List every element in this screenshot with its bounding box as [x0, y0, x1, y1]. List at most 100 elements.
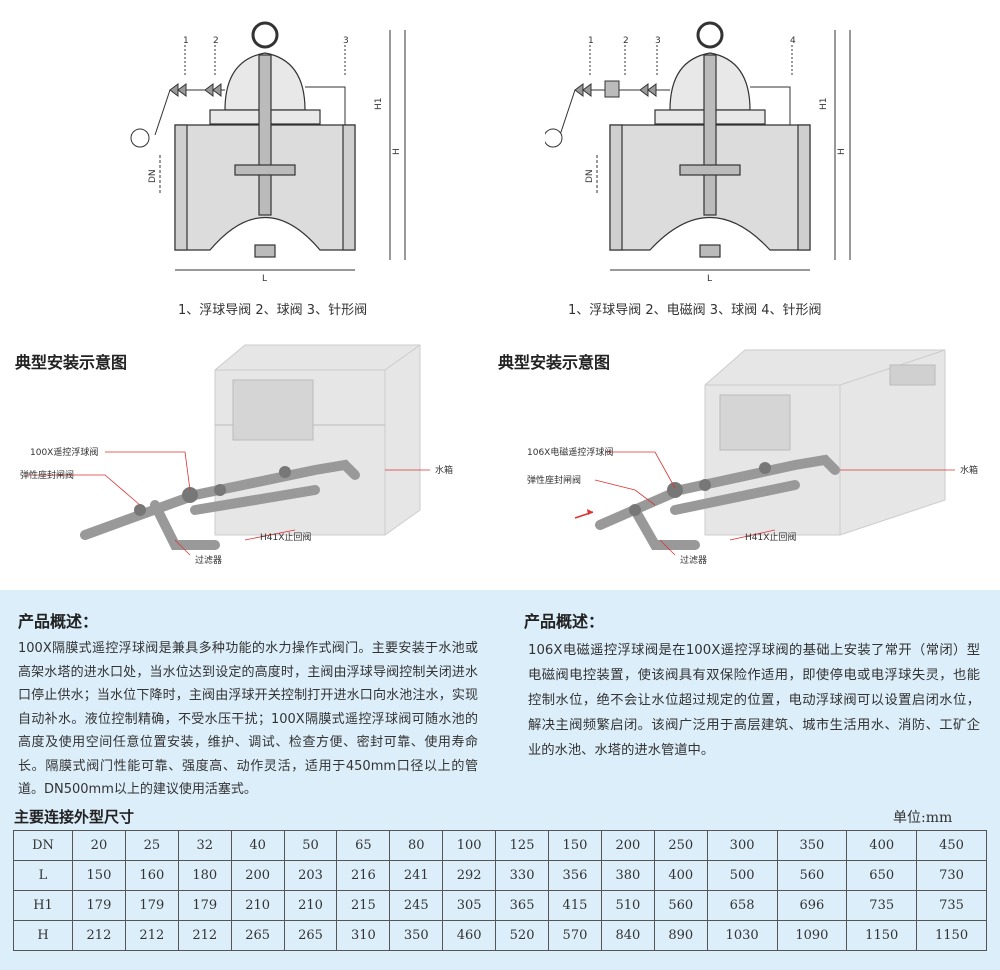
table-cell: 20	[72, 830, 126, 861]
install-diagram-left: 100X遥控浮球阀 弹性座封闸阀 水箱 H41X止回阀 过滤器	[20, 344, 453, 566]
label-filter: 过滤器	[195, 554, 222, 566]
table-cell: 212	[177, 920, 232, 951]
table-cell: 241	[389, 860, 444, 891]
dim-h-label: H	[837, 148, 847, 155]
table-cell: 650	[846, 860, 918, 891]
dim-h1-label: H1	[374, 98, 384, 111]
table-cell: 570	[548, 920, 602, 951]
dimensions-title: 主要连接外型尺寸	[14, 808, 135, 826]
table-cell: 32	[177, 830, 232, 861]
table-cell: 210	[230, 890, 285, 921]
dim-dn-label: DN	[585, 169, 595, 183]
part-number-2: 2	[213, 36, 219, 46]
table-cell: 890	[653, 920, 708, 951]
table-cell: 212	[72, 920, 126, 951]
table-cell: 560	[653, 890, 708, 921]
table-cell: 265	[230, 920, 285, 951]
label-check-valve: H41X止回阀	[260, 531, 311, 543]
table-cell: 450	[916, 830, 987, 861]
row-header: H	[13, 920, 73, 951]
table-cell: 65	[336, 830, 391, 861]
table-cell: 300	[706, 830, 778, 861]
table-cell: 330	[495, 860, 550, 891]
table-cell: 460	[442, 920, 497, 951]
table-cell: 40	[230, 830, 285, 861]
table-cell: 658	[706, 890, 778, 921]
label-check-valve: H41X止回阀	[745, 531, 796, 543]
table-cell: 216	[336, 860, 391, 891]
table-cell: 365	[495, 890, 550, 921]
table-cell: 510	[600, 890, 655, 921]
valve-diagram-left: 1 2 3 L H1 H DN	[130, 21, 406, 284]
label-seat-valve: 弹性座封闸阀	[527, 474, 581, 486]
label-tank: 水箱	[960, 464, 978, 476]
table-cell: 180	[177, 860, 232, 891]
table-cell: 179	[72, 890, 126, 921]
install-diagram-right: 106X电磁遥控浮球阀 弹性座封闸阀 水箱 H41X止回阀 过滤器	[527, 349, 978, 566]
table-cell: 520	[495, 920, 550, 951]
row-header: L	[13, 860, 73, 891]
table-cell: 840	[600, 920, 655, 951]
label-seat-valve: 弹性座封闸阀	[20, 469, 74, 481]
overview-right-title: 产品概述：	[524, 612, 605, 631]
table-cell: 735	[916, 890, 987, 921]
table-cell: 50	[283, 830, 338, 861]
table-cell: 179	[124, 890, 179, 921]
table-cell: 215	[336, 890, 391, 921]
table-cell: 245	[389, 890, 444, 921]
table-cell: 415	[548, 890, 602, 921]
table-cell: 150	[548, 830, 602, 861]
table-cell: 400	[846, 830, 918, 861]
overview-right-text: 106X电磁遥控浮球阀是在100X遥控浮球阀的基础上安装了常开（常闭）型电磁阀电…	[528, 643, 980, 758]
table-cell: 696	[776, 890, 848, 921]
table-cell: 100	[442, 830, 497, 861]
part-number-2: 2	[623, 36, 629, 46]
table-cell: 200	[230, 860, 285, 891]
table-cell: 200	[600, 830, 655, 861]
table-cell: 210	[283, 890, 338, 921]
label-tank: 水箱	[435, 464, 453, 476]
dim-h1-label: H1	[819, 98, 829, 111]
table-cell: 400	[653, 860, 708, 891]
table-cell: 292	[442, 860, 497, 891]
table-cell: 560	[776, 860, 848, 891]
table-cell: 1030	[706, 920, 778, 951]
table-cell: 150	[72, 860, 126, 891]
row-header: DN	[13, 830, 73, 861]
table-cell: 212	[124, 920, 179, 951]
table-cell: 356	[548, 860, 602, 891]
label-filter: 过滤器	[680, 554, 707, 566]
install-left-title: 典型安装示意图	[15, 353, 128, 372]
overview-left-title: 产品概述：	[18, 612, 99, 631]
table-cell: 203	[283, 860, 338, 891]
part-number-3: 3	[655, 36, 661, 46]
diagram-left-caption: 1、浮球导阀 2、球阀 3、针形阀	[178, 303, 368, 318]
overview-left-text: 100X隔膜式遥控浮球阀是兼具多种功能的水力操作式阀门。主要安装于水池或高架水塔…	[18, 641, 478, 797]
table-cell: 730	[916, 860, 987, 891]
table-cell: 25	[124, 830, 179, 861]
table-cell: 265	[283, 920, 338, 951]
table-cell: 160	[124, 860, 179, 891]
part-number-3: 3	[343, 36, 349, 46]
dim-h-label: H	[392, 148, 402, 155]
valve-diagram-right: 1 2 3 4 L H1 H DN	[545, 21, 851, 284]
install-right-title: 典型安装示意图	[498, 353, 611, 372]
table-cell: 179	[177, 890, 232, 921]
table-cell: 350	[389, 920, 444, 951]
table-cell: 735	[846, 890, 918, 921]
part-number-1: 1	[588, 36, 594, 46]
part-number-1: 1	[183, 36, 189, 46]
table-cell: 380	[600, 860, 655, 891]
table-cell: 500	[706, 860, 778, 891]
dimensions-unit: 单位:mm	[893, 810, 953, 826]
table-cell: 1090	[776, 920, 848, 951]
dim-l-label: L	[707, 274, 712, 284]
table-cell: 80	[389, 830, 444, 861]
diagram-right-caption: 1、浮球导阀 2、电磁阀 3、球阀 4、针形阀	[568, 303, 822, 318]
dim-dn-label: DN	[148, 169, 158, 183]
table-cell: 250	[653, 830, 708, 861]
